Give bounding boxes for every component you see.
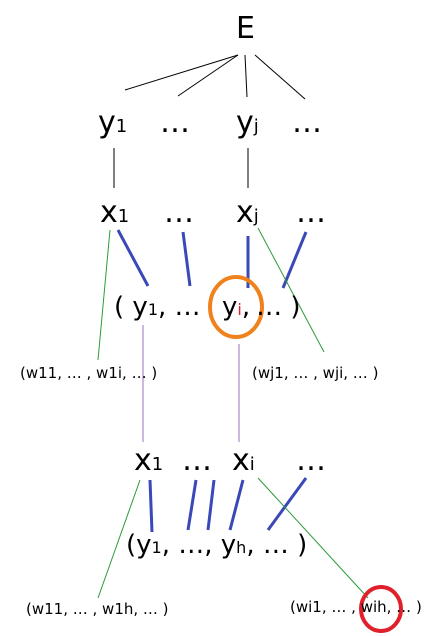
node-yj-sub: j <box>253 116 259 137</box>
node-yj: yj <box>236 108 259 138</box>
tuple2-sub-b: h <box>236 538 247 557</box>
edge-dots-ellipsis2 <box>281 231 308 289</box>
node-x1-l3-sub: 1 <box>151 454 164 475</box>
edge-dots-ellipsis3b <box>206 479 216 531</box>
highlight-circle-wih <box>359 585 403 633</box>
weights1-left-text: (w11, … , w1i, … ) <box>20 364 158 382</box>
node-ellipsis-l1b: … <box>292 108 322 138</box>
node-ellipsis-l3a: … <box>182 446 212 476</box>
node-x1-l3-var: x <box>134 443 152 478</box>
ellipsis-l1a-text: … <box>160 105 190 140</box>
tuple-1: ( y1, … <box>114 294 201 320</box>
edge-dots-ellipsis3 <box>186 479 198 531</box>
weights2-right: (wi1, … , wih, … ) <box>290 600 422 615</box>
edge-e-yj <box>244 54 248 98</box>
weights1-right: (wj1, … , wji, … ) <box>252 366 378 381</box>
node-ellipsis-l2a: … <box>164 198 194 228</box>
tuple1-ellipsis: … <box>174 292 201 322</box>
node-ellipsis-l1a: … <box>160 108 190 138</box>
tuple1-yi-var: y <box>222 292 238 322</box>
weights2-right-c: , … ) <box>386 598 422 616</box>
node-yj-var: y <box>236 105 254 140</box>
tuple1-y1-var: y <box>132 292 148 322</box>
node-y1-sub: 1 <box>115 116 128 137</box>
node-x1-l3: x1 <box>134 446 163 476</box>
node-xj-var: x <box>236 195 254 230</box>
edge-e-dots-a <box>177 54 239 97</box>
node-y1-var: y <box>98 105 116 140</box>
weights2-left: (w11, … , w1h, … ) <box>26 602 169 617</box>
edge-xj-weights <box>257 227 325 353</box>
tuple2-part-c: , … ) <box>246 530 308 560</box>
tuple1-yi-sub: i <box>237 300 242 319</box>
edge-x1-y1b <box>148 479 154 533</box>
edge-dots-ellipsis <box>181 231 192 287</box>
weights2-left-text: (w11, … , w1h, … ) <box>26 600 169 618</box>
tuple1-ellipsis2: … <box>256 292 283 322</box>
edge-e-dots-b <box>254 54 306 100</box>
edge-xi-yh <box>228 479 245 531</box>
ellipsis-l3b-text: … <box>296 443 326 478</box>
tuple1-open: ( <box>114 292 125 322</box>
tuple2-part-b: , …, y <box>161 530 237 560</box>
ellipsis-l3a-text: … <box>182 443 212 478</box>
node-e-label: E <box>236 11 255 46</box>
edge-x1-y1tuple <box>116 229 150 287</box>
node-y1: y1 <box>98 108 127 138</box>
highlight-circle-yi <box>208 275 264 339</box>
tuple1-comma2: , <box>241 292 251 322</box>
node-xj: xj <box>236 198 259 228</box>
tuple1-yi: yi,… ) <box>222 294 301 320</box>
node-xi-sub: i <box>249 454 255 475</box>
edge-xi-wih <box>257 477 369 599</box>
tuple1-y1-sub: 1 <box>147 300 158 319</box>
node-x1-sub: 1 <box>117 206 130 227</box>
tuple1-comma1: , <box>158 292 167 322</box>
ellipsis-l2b-text: … <box>296 195 326 230</box>
node-ellipsis-l2b: … <box>296 198 326 228</box>
edge-x1-weights <box>97 229 111 361</box>
node-xi-var: x <box>232 443 250 478</box>
tuple1-close: ) <box>290 292 301 322</box>
node-xi: xi <box>232 446 255 476</box>
weights1-left: (w11, … , w1i, … ) <box>20 366 157 381</box>
node-x1: x1 <box>100 198 129 228</box>
tuple-2: (y1, …, yh, … ) <box>126 532 307 558</box>
node-x1-var: x <box>100 195 118 230</box>
edge-x1-weights2 <box>97 479 141 599</box>
ellipsis-l1b-text: … <box>292 105 322 140</box>
tuple2-part-a: (y <box>126 530 152 560</box>
tuple2-sub-a: 1 <box>151 538 162 557</box>
node-xj-sub: j <box>253 206 259 227</box>
weights1-right-text: (wj1, … , wji, … ) <box>252 364 379 382</box>
edge-e-y1 <box>124 54 239 91</box>
node-e: E <box>236 14 255 44</box>
weights2-wih: wih <box>360 598 387 616</box>
weights2-right-a: (wi1, … , <box>290 598 356 616</box>
node-ellipsis-l3b: … <box>296 446 326 476</box>
edge-dots-ellipsis4 <box>266 477 308 531</box>
ellipsis-l2a-text: … <box>164 195 194 230</box>
